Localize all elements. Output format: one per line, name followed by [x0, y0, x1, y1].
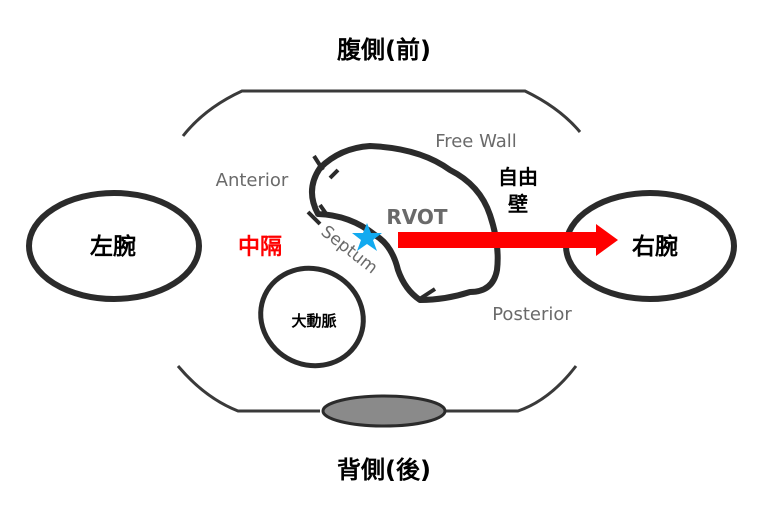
septum-jp-label: 中隔: [238, 235, 282, 260]
right-arm-label: 右腕: [632, 233, 678, 260]
arrow-right-icon: [398, 224, 618, 256]
aorta-ellipse: [258, 265, 366, 369]
body-outline-bottom: [176, 365, 578, 413]
free-wall-jp-label-line1: 自由: [498, 165, 538, 189]
spine-ellipse: [321, 394, 447, 428]
body-outline-top: [181, 89, 582, 137]
rvot-tick-posterior: [416, 287, 437, 302]
star-icon: [352, 223, 382, 251]
rvot-tick-septum: [306, 203, 329, 226]
rvot-outline: [309, 143, 501, 303]
left-arm-ellipse: [26, 190, 202, 302]
posterior-label: Posterior: [492, 304, 572, 325]
free-wall-label: Free Wall: [435, 131, 517, 152]
rvot-tick-anterior: [312, 154, 340, 180]
dorsal-label: 背側(後): [337, 456, 431, 484]
left-arm-label: 左腕: [90, 233, 136, 260]
ventral-label: 腹側(前): [337, 36, 431, 64]
anterior-label: Anterior: [216, 170, 289, 191]
free-wall-jp-label-line2: 壁: [508, 192, 528, 216]
aorta-label: 大動脈: [291, 312, 336, 330]
rvot-label: RVOT: [386, 205, 448, 229]
